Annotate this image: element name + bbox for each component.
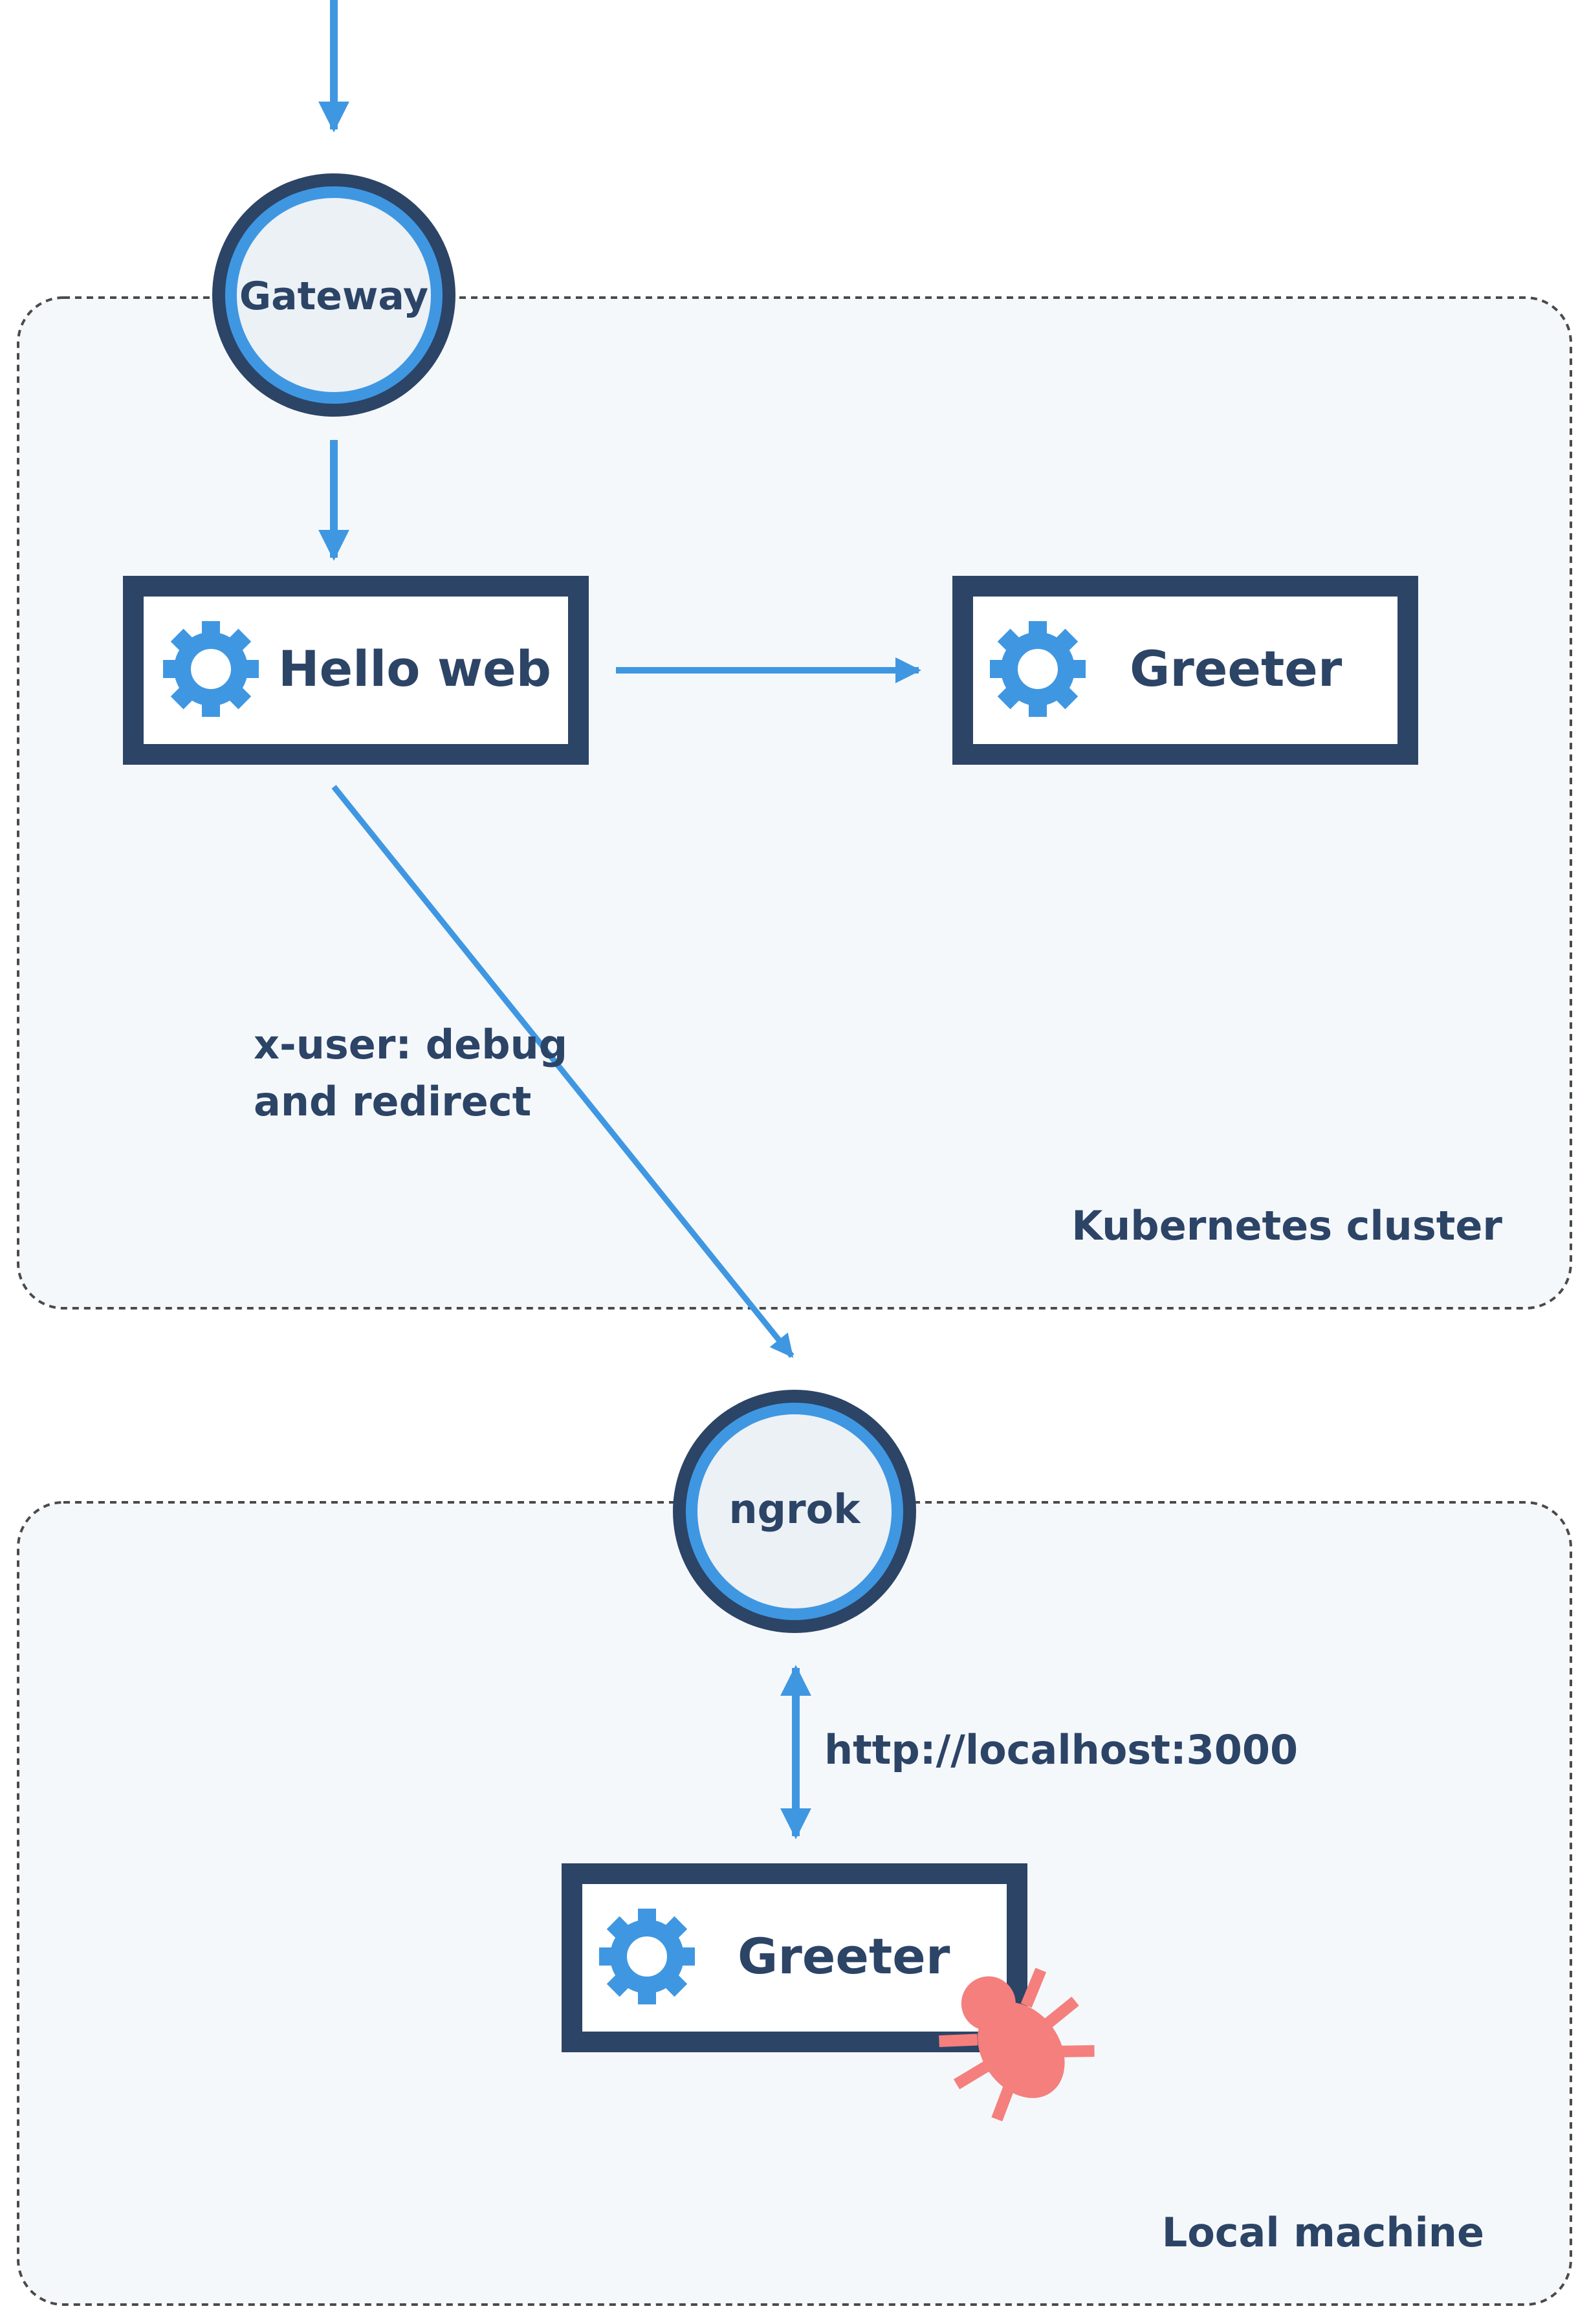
greeter-service-local: Greeter <box>562 1863 1027 2052</box>
local-machine-label: Local machine <box>1162 2209 1484 2256</box>
bug-icon <box>939 1968 1095 2121</box>
gateway-node: Gateway <box>212 173 455 417</box>
greeter-service-cluster: Greeter <box>952 576 1418 765</box>
redirect-arrow <box>331 785 794 1358</box>
kubernetes-cluster-label: Kubernetes cluster <box>1071 1202 1502 1249</box>
ngrok-label: ngrok <box>729 1485 862 1533</box>
gateway-label: Gateway <box>239 274 428 319</box>
redirect-label-line1: x-user: debug <box>254 1021 567 1068</box>
greeter-cluster-label: Greeter <box>1130 640 1342 697</box>
hello-web-label: Hello web <box>278 640 551 697</box>
kubernetes-cluster-region <box>17 296 1572 1310</box>
redirect-label-line2: and redirect <box>254 1078 531 1125</box>
greeter-local-label: Greeter <box>738 1927 950 1985</box>
ngrok-node: ngrok <box>673 1390 916 1633</box>
hello-web-service: Hello web <box>123 576 589 765</box>
localhost-label: http://localhost:3000 <box>824 1726 1298 1773</box>
